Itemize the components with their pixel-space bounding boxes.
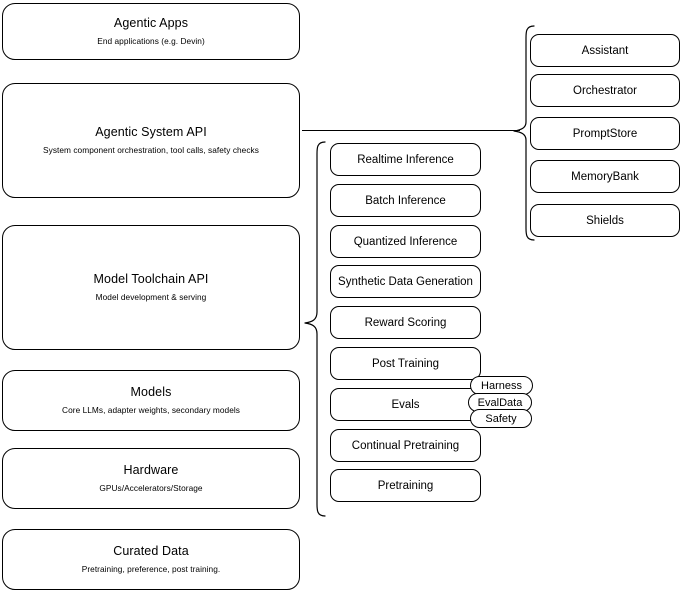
- item-label: Orchestrator: [573, 84, 637, 97]
- eval-badge-harness[interactable]: Harness: [470, 376, 533, 395]
- brace-toolchain: [304, 141, 326, 517]
- item-label: MemoryBank: [571, 170, 639, 183]
- layer-box-agentic-system-api[interactable]: Agentic System API System component orch…: [2, 83, 300, 198]
- item-label: Continual Pretraining: [351, 439, 460, 452]
- item-label: Batch Inference: [365, 194, 446, 207]
- system-item-promptstore[interactable]: PromptStore: [530, 117, 680, 150]
- connector-system-api-to-components: [302, 130, 520, 131]
- layer-box-models[interactable]: Models Core LLMs, adapter weights, secon…: [2, 370, 300, 431]
- layer-title: Agentic System API: [95, 125, 207, 140]
- item-label: Evals: [391, 398, 420, 411]
- toolchain-item-batch-inference[interactable]: Batch Inference: [330, 184, 481, 217]
- item-label: Realtime Inference: [357, 153, 454, 166]
- layer-title: Model Toolchain API: [93, 272, 209, 287]
- eval-badge-evaldata[interactable]: EvalData: [468, 393, 532, 412]
- toolchain-item-continual-pretraining[interactable]: Continual Pretraining: [330, 429, 481, 462]
- item-label: Reward Scoring: [364, 316, 447, 329]
- toolchain-item-reward-scoring[interactable]: Reward Scoring: [330, 306, 481, 339]
- toolchain-item-realtime-inference[interactable]: Realtime Inference: [330, 143, 481, 176]
- toolchain-item-quantized-inference[interactable]: Quantized Inference: [330, 225, 481, 258]
- system-item-assistant[interactable]: Assistant: [530, 34, 680, 67]
- layer-title: Models: [130, 385, 172, 400]
- system-item-memorybank[interactable]: MemoryBank: [530, 160, 680, 193]
- item-label: Quantized Inference: [353, 235, 458, 248]
- item-label: Pretraining: [377, 479, 434, 492]
- layer-subtitle: Core LLMs, adapter weights, secondary mo…: [62, 404, 240, 415]
- item-label: Post Training: [371, 357, 440, 370]
- layer-title: Hardware: [123, 463, 179, 478]
- badge-label: EvalData: [477, 396, 523, 409]
- system-item-shields[interactable]: Shields: [530, 204, 680, 237]
- layer-subtitle: Model development & serving: [95, 291, 207, 302]
- toolchain-item-evals[interactable]: Evals: [330, 388, 481, 421]
- brace-system-components: [513, 25, 535, 241]
- item-label: PromptStore: [572, 127, 638, 140]
- layer-subtitle: System component orchestration, tool cal…: [43, 144, 259, 155]
- toolchain-item-pretraining[interactable]: Pretraining: [330, 469, 481, 502]
- toolchain-item-synthetic-data-generation[interactable]: Synthetic Data Generation: [330, 265, 481, 298]
- layer-box-hardware[interactable]: Hardware GPUs/Accelerators/Storage: [2, 448, 300, 509]
- item-label: Assistant: [581, 44, 629, 57]
- layer-box-agentic-apps[interactable]: Agentic Apps End applications (e.g. Devi…: [2, 3, 300, 60]
- layer-box-curated-data[interactable]: Curated Data Pretraining, preference, po…: [2, 529, 300, 590]
- layer-subtitle: GPUs/Accelerators/Storage: [99, 482, 203, 493]
- item-label: Shields: [586, 214, 624, 227]
- badge-label: Safety: [485, 412, 517, 425]
- badge-label: Harness: [481, 379, 522, 392]
- layer-title: Curated Data: [113, 544, 189, 559]
- system-item-orchestrator[interactable]: Orchestrator: [530, 74, 680, 107]
- toolchain-item-post-training[interactable]: Post Training: [330, 347, 481, 380]
- layer-box-model-toolchain-api[interactable]: Model Toolchain API Model development & …: [2, 225, 300, 350]
- layer-title: Agentic Apps: [113, 16, 189, 31]
- eval-badge-safety[interactable]: Safety: [470, 409, 532, 428]
- layer-subtitle: Pretraining, preference, post training.: [81, 563, 221, 574]
- layer-subtitle: End applications (e.g. Devin): [97, 35, 205, 46]
- item-label: Synthetic Data Generation: [338, 275, 473, 288]
